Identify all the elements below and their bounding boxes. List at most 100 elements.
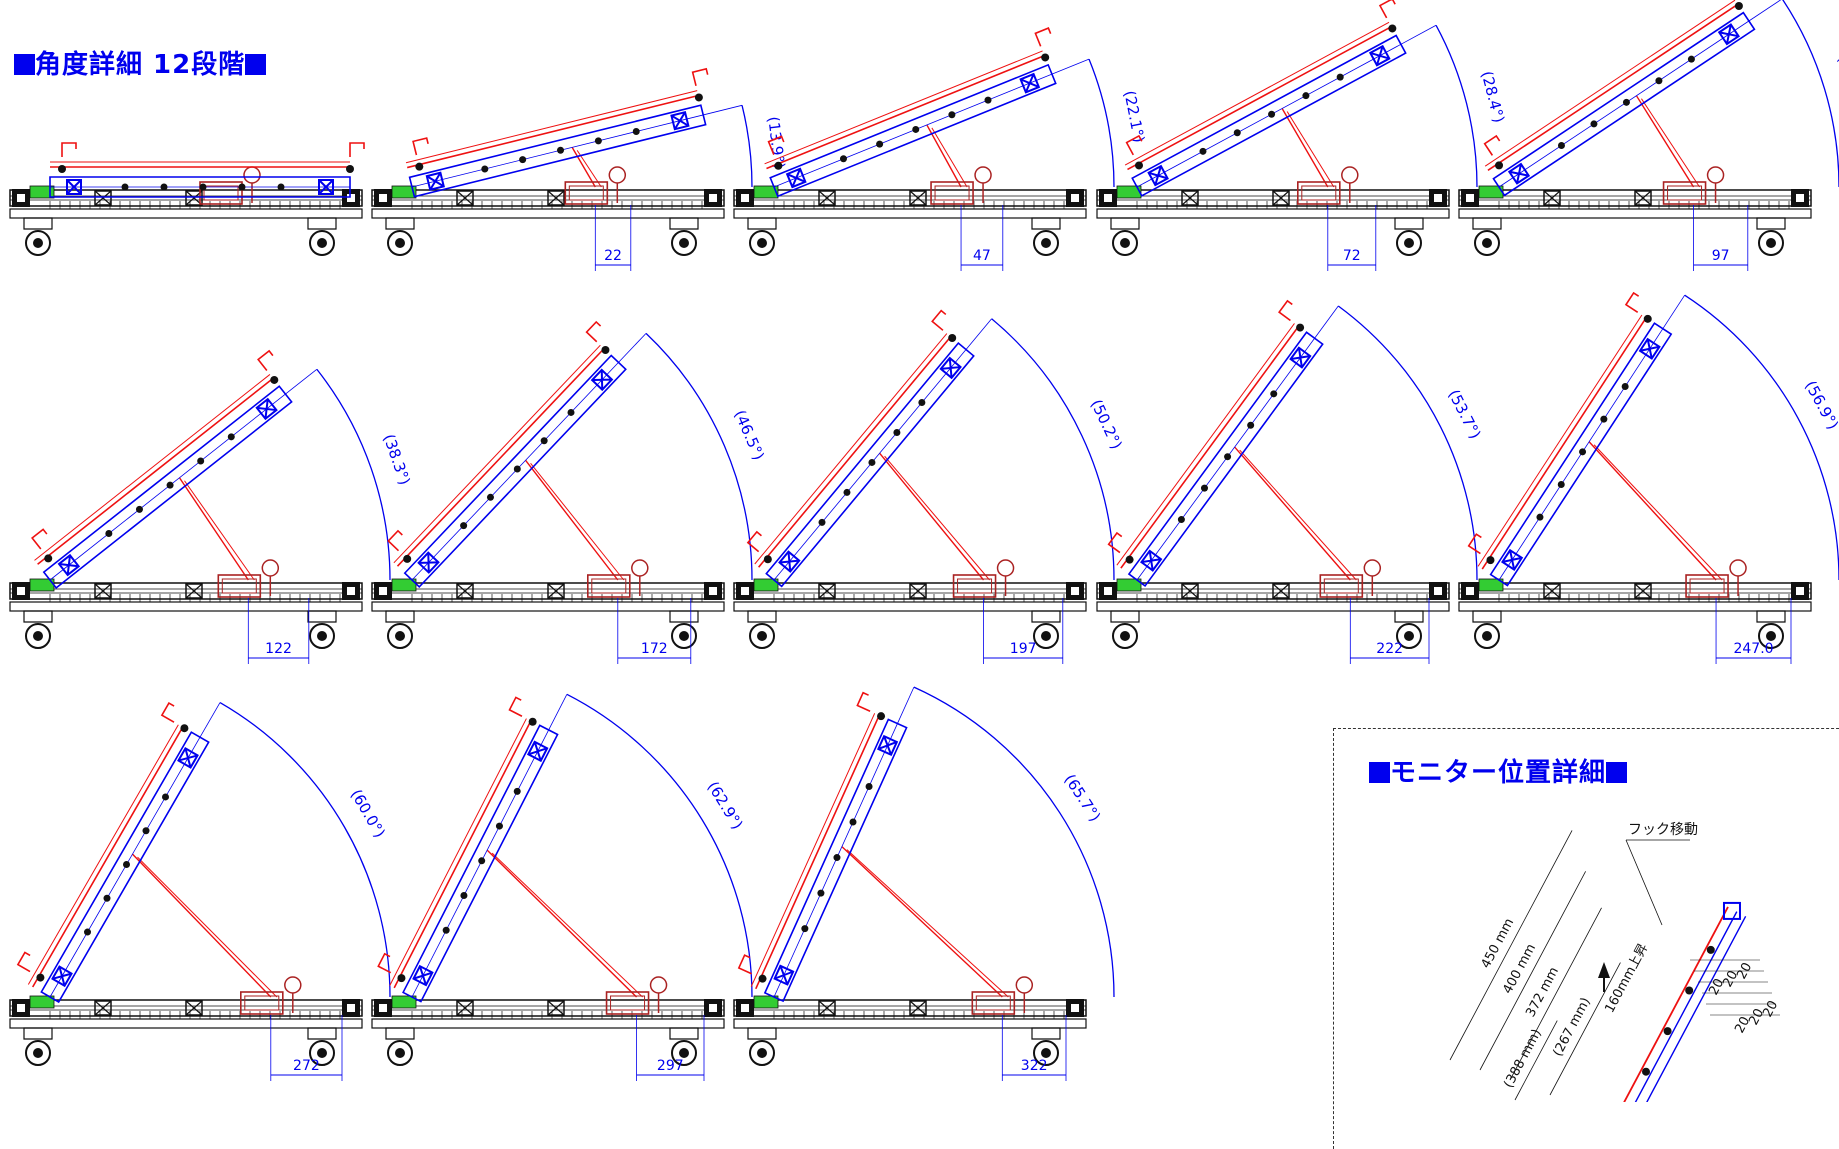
angle-label: (46.5°) xyxy=(731,407,768,462)
hook-clamp xyxy=(1486,556,1495,565)
board-end-block xyxy=(1147,164,1169,187)
monitor-board-end-block xyxy=(1722,901,1741,920)
sliding-foot-block xyxy=(952,574,997,598)
tilt-board-red-rail xyxy=(755,715,880,990)
offset-label: 97 xyxy=(1712,248,1730,264)
caster-hub xyxy=(757,238,767,248)
board-roller xyxy=(1177,516,1185,524)
board-roller xyxy=(1600,415,1608,423)
offset-label: 247.0 xyxy=(1733,641,1773,657)
board-end-cross xyxy=(1720,25,1738,43)
offset-label: 297 xyxy=(657,1058,684,1074)
profile-cross-line xyxy=(94,1000,112,1016)
caster-wheel xyxy=(671,1040,697,1066)
board-end-cross xyxy=(1503,551,1521,569)
hook-clamp xyxy=(758,974,767,983)
profile-cross-line xyxy=(547,1000,565,1016)
sliding-foot-inner xyxy=(610,995,646,1011)
profile-end-slot xyxy=(379,1004,387,1012)
support-strut xyxy=(137,856,278,998)
tilt-board-body xyxy=(1127,331,1324,588)
offset-label: 172 xyxy=(641,641,668,657)
tilt-board-red-rail xyxy=(1124,21,1390,166)
profile-cross-block xyxy=(1272,190,1290,206)
support-strut xyxy=(1239,449,1357,581)
board-roller xyxy=(1224,453,1232,461)
hook-bracket xyxy=(1483,134,1501,156)
hook-clamp xyxy=(403,554,412,563)
pivot-block-green xyxy=(753,578,779,592)
lower-rail xyxy=(9,1018,363,1029)
caster-wheel xyxy=(671,623,697,649)
caster-bracket xyxy=(1472,610,1502,623)
lock-knob xyxy=(1341,166,1359,184)
board-end-block xyxy=(417,551,440,574)
caster-bracket xyxy=(669,1027,699,1040)
board-end-block xyxy=(51,965,73,988)
board-roller xyxy=(1336,73,1344,81)
board-end-cross xyxy=(427,173,444,190)
caster-bracket xyxy=(1756,217,1786,230)
angle-extension-line xyxy=(965,318,992,350)
sliding-foot-inner xyxy=(1323,578,1359,594)
caster-hub xyxy=(317,1048,327,1058)
board-roller xyxy=(1233,129,1241,137)
angle-label: (28.4°) xyxy=(1478,69,1508,124)
caster-bracket xyxy=(23,610,53,623)
board-roller xyxy=(135,505,143,513)
board-roller xyxy=(1199,147,1207,155)
tilt-board-red-rail xyxy=(31,726,184,988)
angle-arc xyxy=(1435,24,1478,188)
hook-bracket xyxy=(387,529,403,552)
base-rail xyxy=(733,189,1087,207)
caster-wheel xyxy=(309,623,335,649)
tilt-board-body xyxy=(763,718,908,1003)
caster-hub xyxy=(1482,238,1492,248)
hook-bracket xyxy=(1378,0,1396,19)
caster-hub xyxy=(1041,238,1051,248)
hook-clamp xyxy=(1495,161,1504,170)
board-end-cross xyxy=(420,554,438,572)
caster-bracket xyxy=(669,217,699,230)
sliding-foot-inner xyxy=(1667,185,1703,201)
board-roller xyxy=(1557,141,1565,149)
base-rail xyxy=(371,189,725,207)
support-strut xyxy=(571,147,596,188)
support-strut xyxy=(1281,108,1329,188)
board-roller xyxy=(893,428,901,436)
profile-cross-line xyxy=(1543,583,1561,599)
board-roller xyxy=(166,481,174,489)
angle-arc xyxy=(741,105,753,188)
board-roller xyxy=(868,458,876,466)
pivot-block-green xyxy=(391,995,417,1009)
caster-bracket xyxy=(747,1027,777,1040)
hook-clamp xyxy=(346,165,354,173)
profile-cross-line xyxy=(909,1000,927,1016)
profile-cross-block xyxy=(909,1000,927,1016)
board-roller xyxy=(160,183,168,191)
monitor-board-roller xyxy=(1663,1027,1672,1036)
base-rail xyxy=(1096,189,1450,207)
board-end-cross xyxy=(414,967,432,985)
caster-bracket xyxy=(307,217,337,230)
profile-cross-block xyxy=(1272,583,1290,599)
hook-clamp xyxy=(36,973,45,982)
caster-bracket xyxy=(23,217,53,230)
profile-cross-block xyxy=(185,583,203,599)
caster-bracket xyxy=(1472,217,1502,230)
board-roller xyxy=(277,183,285,191)
board-roller xyxy=(557,146,565,154)
caster-wheel xyxy=(309,1040,335,1066)
board-end-cross xyxy=(529,742,547,760)
profile-end-slot xyxy=(1071,1004,1079,1012)
base-rail xyxy=(1096,582,1450,600)
tilt-board-body xyxy=(403,354,627,589)
support-strut xyxy=(1234,446,1351,581)
board-end-cross xyxy=(258,400,276,418)
profile-end-slot xyxy=(1466,587,1474,595)
monitor-dimension-line xyxy=(1449,830,1573,1061)
profile-cross-block xyxy=(818,1000,836,1016)
tilt-board-red-rail xyxy=(1120,325,1300,569)
profile-cross-block xyxy=(456,583,474,599)
profile-cross-block xyxy=(185,190,203,206)
